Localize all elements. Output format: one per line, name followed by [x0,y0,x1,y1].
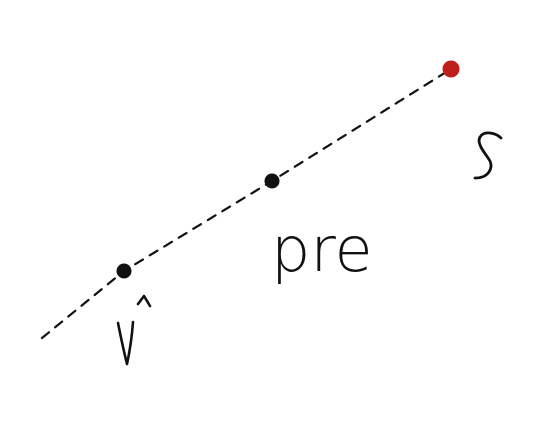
point-s [442,60,460,78]
label-v-hat [116,294,152,366]
dashed-line [40,67,453,340]
s-stroke [473,131,503,180]
hat-stroke [136,294,152,308]
point-pre [264,173,280,189]
v-hat-stroke [116,320,135,366]
label-pre: pre [271,213,373,286]
point-v-hat [116,263,132,279]
label-s [473,131,503,180]
